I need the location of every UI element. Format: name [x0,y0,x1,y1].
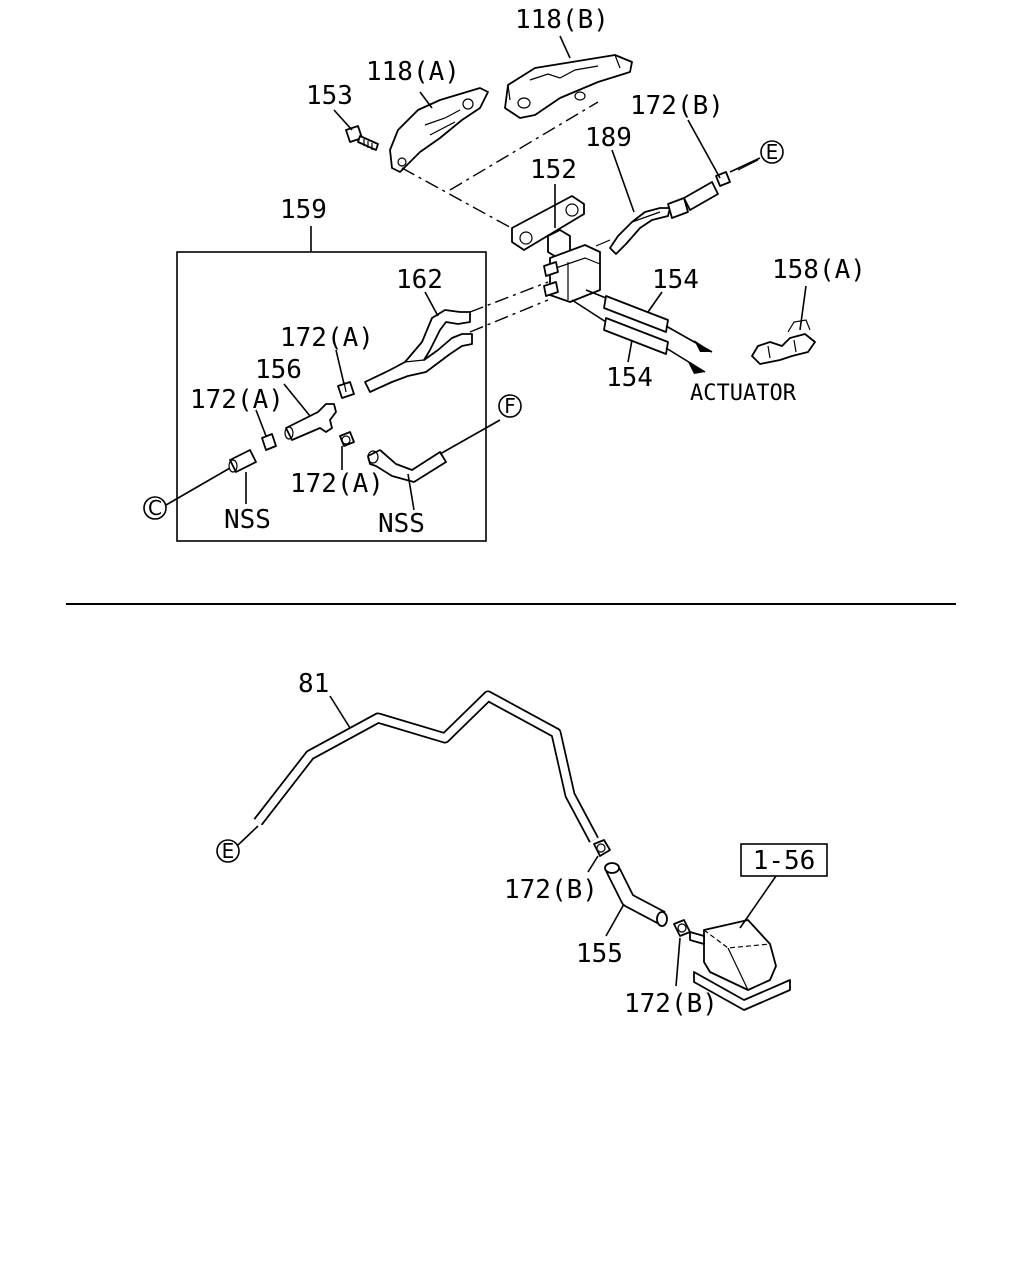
hose-162 [364,309,473,393]
clamp-172b-mid [593,839,611,857]
valve-plate-152 [511,195,585,259]
leader-e-top [729,157,761,173]
label-172a-1: 172(A) [280,323,374,353]
label-159: 159 [280,195,327,225]
nss-hose-right [367,449,447,483]
label-actuator: ACTUATOR [690,381,797,406]
tube-154-upper [585,289,713,353]
svg-text:F: F [504,394,516,418]
label-118a: 118(A) [366,57,460,87]
label-152: 152 [530,155,577,185]
label-155: 155 [576,939,623,969]
canister [689,919,791,1011]
connector-f: F [498,394,522,418]
clamp-172a-1 [337,381,355,399]
pipe-81 [253,690,599,843]
label-nss-1: NSS [224,505,271,535]
svg-text:1-56: 1-56 [753,846,816,876]
label-172b-mid: 172(B) [504,875,598,905]
clamp-172a-3 [339,431,355,447]
label-162: 162 [396,265,443,295]
leader-ref-box [739,875,777,929]
solenoid-valve [543,244,601,303]
label-154-top: 154 [652,265,699,295]
label-172b-top: 172(B) [630,91,724,121]
leaders-upper [245,35,807,511]
svg-text:E: E [766,140,779,164]
hose-189 [595,181,719,255]
tee-joint-156 [284,403,337,441]
label-153: 153 [306,81,353,111]
clip-158a [751,319,816,365]
leader-e-bottom [237,825,259,846]
leader-155 [605,903,625,937]
svg-text:E: E [222,839,235,863]
leader-172b-mid [587,855,599,873]
clamp-172b-bottom [673,919,691,937]
label-154-bot: 154 [606,363,653,393]
guide-line-1 [401,167,516,231]
label-189: 189 [585,123,632,153]
svg-text:C: C [148,496,162,520]
label-156: 156 [255,355,302,385]
hose-155 [604,862,668,927]
tube-154-lower [571,299,706,374]
label-172b-bottom: 172(B) [624,989,718,1019]
ref-box-1-56[interactable]: 1-56 [740,843,828,877]
label-nss-2: NSS [378,509,425,539]
connector-e-bottom: E [216,839,240,863]
group-box-159 [176,251,487,542]
leader-81 [329,695,351,729]
label-81: 81 [298,669,329,699]
label-172a-2: 172(A) [190,385,284,415]
label-172a-3: 172(A) [290,469,384,499]
guide-line-3 [469,281,549,313]
connector-c: C [143,496,167,520]
bracket-118a [389,87,489,173]
label-118b: 118(B) [515,5,609,35]
clamp-172a-2 [261,433,277,451]
guide-line-4 [469,299,549,333]
leader-172b-bottom [675,937,681,987]
clamp-172b-top [715,159,759,187]
bracket-118b [504,54,633,119]
nss-hose-left [228,449,257,473]
guide-line-2 [449,101,599,191]
bolt-153 [345,125,379,151]
connector-e-top: E [760,140,784,164]
leader-c [165,467,231,506]
label-158a: 158(A) [772,255,866,285]
leader-f [439,419,501,455]
